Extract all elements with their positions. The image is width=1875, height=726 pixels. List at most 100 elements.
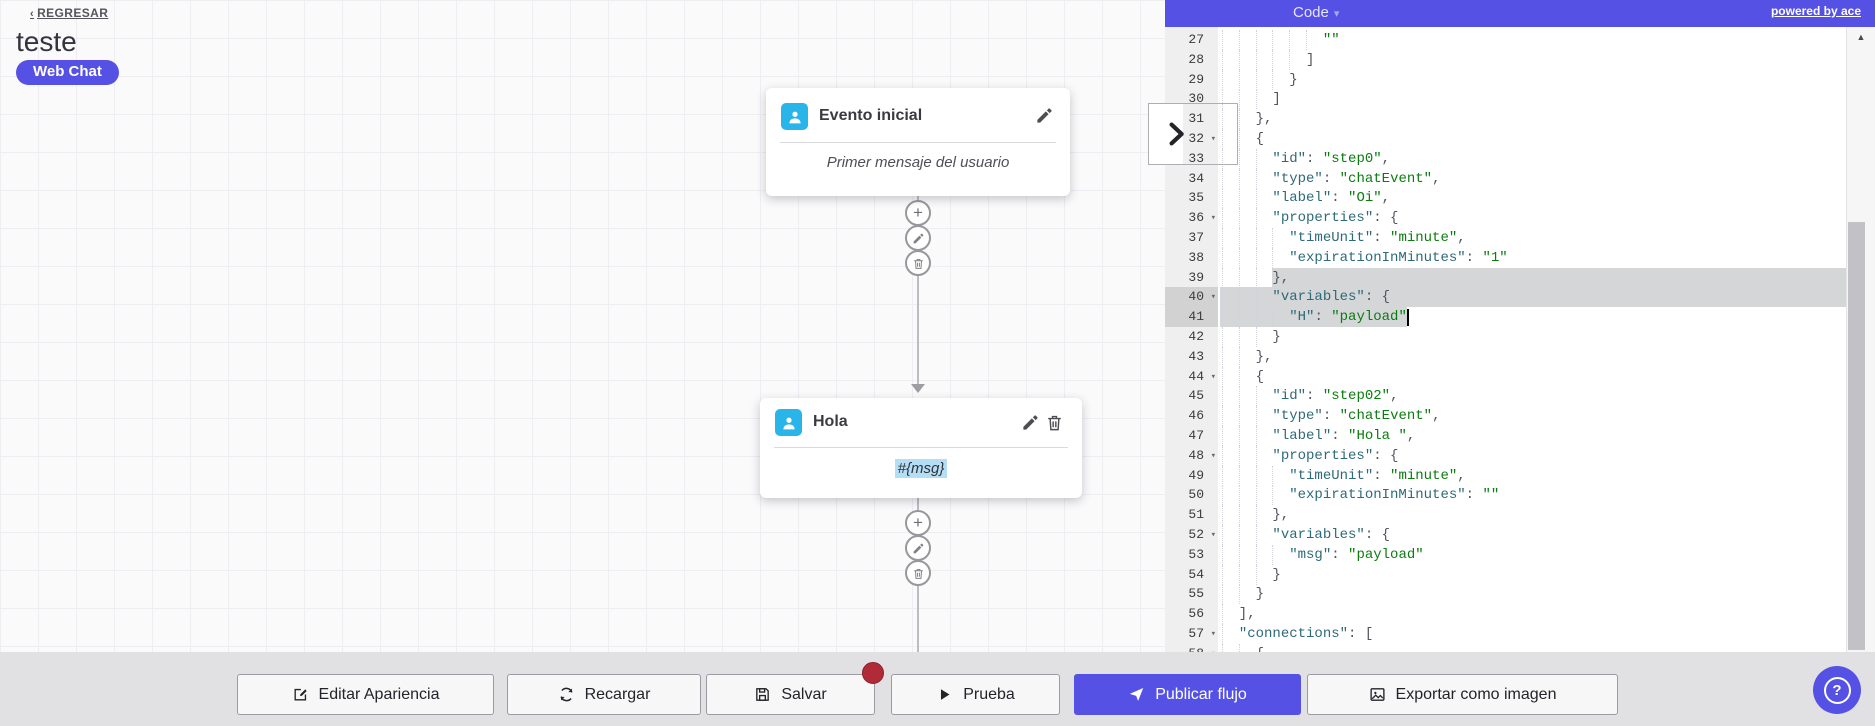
user-icon — [775, 409, 802, 436]
publish-flow-button[interactable]: Publicar flujo — [1074, 674, 1301, 715]
edit-connection-button[interactable] — [905, 535, 931, 561]
gutter-line-number[interactable]: 50 — [1188, 487, 1204, 503]
edit-appearance-button[interactable]: Editar Apariencia — [237, 674, 494, 715]
gutter-line-number[interactable]: 28 — [1188, 51, 1204, 67]
indent-guide — [1222, 604, 1223, 625]
code-line: }, — [1222, 505, 1290, 526]
gutter-line-number[interactable]: 38 — [1188, 249, 1204, 265]
fold-arrow-icon[interactable]: ▾ — [1210, 213, 1216, 224]
gutter-line-number[interactable]: 57▾ — [1165, 624, 1218, 644]
scroll-up-arrow-icon[interactable]: ▲ — [1856, 32, 1866, 42]
collapse-code-panel-button[interactable] — [1148, 103, 1238, 165]
indent-guide — [1272, 485, 1274, 506]
node-evento-inicial[interactable]: Evento inicial Primer mensaje del usuari… — [766, 88, 1070, 196]
indent-guide — [1255, 426, 1257, 446]
gutter-line-number[interactable]: 37 — [1188, 230, 1204, 245]
gutter-line-number[interactable]: 33 — [1188, 150, 1204, 166]
gutter-line-number[interactable]: 41 — [1165, 307, 1218, 328]
gutter-line-number[interactable]: 58▾ — [1165, 644, 1218, 652]
flow-canvas[interactable]: ‹REGRESAR teste Web Chat + + Evento inic… — [0, 0, 1165, 652]
gutter-line-number[interactable]: 45 — [1188, 388, 1204, 404]
node-hola[interactable]: Hola #{msg} — [760, 398, 1082, 498]
text-cursor — [1406, 308, 1409, 326]
save-button[interactable]: Salvar — [706, 674, 875, 715]
scrollbar-thumb[interactable] — [1848, 222, 1865, 650]
indent-guide — [1238, 168, 1240, 189]
gutter-line-number[interactable]: 49 — [1188, 467, 1204, 483]
gutter-line-number[interactable]: 39 — [1188, 269, 1204, 285]
add-step-button[interactable]: + — [905, 510, 931, 536]
gutter-line-number[interactable]: 56 — [1188, 606, 1204, 622]
code-line: { — [1222, 366, 1265, 387]
gutter-line-number[interactable]: 29 — [1188, 71, 1204, 87]
edit-node-icon[interactable] — [1021, 413, 1040, 432]
gutter-line-number[interactable]: 55 — [1188, 586, 1204, 602]
editor-scrollbar[interactable]: ▲ — [1846, 27, 1875, 652]
powered-by-ace-link[interactable]: powered by ace — [1770, 4, 1861, 18]
help-button[interactable]: ? — [1813, 666, 1861, 714]
test-button[interactable]: Prueba — [891, 674, 1060, 715]
node-title: Evento inicial — [819, 107, 923, 124]
gutter-line-number[interactable]: 48▾ — [1165, 446, 1218, 466]
fold-arrow-icon[interactable]: ▾ — [1210, 371, 1216, 382]
gutter-line-number[interactable]: 30 — [1188, 91, 1204, 107]
gutter-line-number[interactable]: 46 — [1188, 408, 1204, 424]
indent-guide — [1255, 49, 1257, 70]
pencil-icon — [913, 543, 923, 553]
gutter-line-number[interactable]: 44▾ — [1165, 367, 1218, 387]
save-icon — [756, 688, 770, 701]
gutter-line-number[interactable]: 32▾ — [1165, 129, 1218, 149]
gutter-line-number[interactable]: 34 — [1188, 170, 1204, 186]
code-mode-dropdown[interactable]: Code▾ — [1293, 4, 1340, 21]
indent-guide — [1255, 327, 1257, 347]
indent-guide — [1238, 643, 1240, 652]
gutter-line-number[interactable]: 53 — [1188, 546, 1204, 562]
fold-arrow-icon[interactable]: ▾ — [1210, 450, 1216, 461]
fold-arrow-icon[interactable]: ▾ — [1210, 629, 1216, 639]
fold-arrow-icon[interactable]: ▾ — [1210, 134, 1216, 144]
gutter-line-number[interactable]: 35 — [1188, 190, 1204, 206]
edit-node-icon[interactable] — [1035, 106, 1054, 125]
indent-guide — [1222, 307, 1223, 328]
indent-guide — [1222, 624, 1223, 644]
indent-guide — [1222, 327, 1223, 347]
delete-node-icon[interactable] — [1045, 413, 1064, 432]
gutter-line-number[interactable]: 40▾ — [1165, 287, 1218, 308]
indent-guide — [1255, 525, 1257, 545]
edit-square-icon — [294, 688, 307, 701]
indent-guide — [1222, 544, 1223, 565]
edit-connection-button[interactable] — [905, 225, 931, 251]
code-line: }, — [1222, 267, 1290, 288]
code-line: "type": "chatEvent", — [1222, 168, 1440, 189]
indent-guide — [1255, 69, 1257, 90]
gutter-line-number[interactable]: 43 — [1188, 348, 1204, 364]
gutter-line-number[interactable]: 54 — [1188, 566, 1204, 582]
indent-guide — [1238, 129, 1240, 149]
indent-guide — [1222, 168, 1223, 189]
chevron-right-icon — [1169, 122, 1184, 146]
gutter-line-number[interactable]: 31 — [1188, 111, 1204, 127]
indent-guide — [1306, 30, 1307, 50]
button-label: Editar Apariencia — [318, 685, 440, 703]
indent-guide — [1238, 228, 1240, 248]
back-link[interactable]: ‹REGRESAR — [30, 6, 108, 20]
gutter-line-number[interactable]: 47 — [1188, 428, 1204, 443]
add-step-button[interactable]: + — [905, 200, 931, 226]
delete-connection-button[interactable] — [905, 250, 931, 276]
indent-guide — [1238, 49, 1240, 70]
indent-guide — [1222, 584, 1223, 605]
fold-arrow-icon[interactable]: ▾ — [1211, 644, 1216, 652]
indent-guide — [1222, 287, 1223, 308]
node-title: Hola — [813, 413, 848, 430]
indent-guide — [1238, 148, 1240, 169]
gutter-line-number[interactable]: 51 — [1188, 507, 1204, 523]
gutter-line-number[interactable]: 27 — [1188, 32, 1204, 47]
delete-connection-button[interactable] — [905, 560, 931, 586]
fold-arrow-icon[interactable]: ▾ — [1210, 292, 1216, 303]
export-image-button[interactable]: Exportar como imagen — [1307, 674, 1618, 715]
gutter-line-number[interactable]: 42 — [1188, 329, 1204, 344]
gutter-line-number[interactable]: 52▾ — [1165, 525, 1218, 545]
gutter-line-number[interactable]: 36▾ — [1165, 208, 1218, 228]
reload-button[interactable]: Recargar — [507, 674, 701, 715]
fold-arrow-icon[interactable]: ▾ — [1210, 530, 1216, 540]
